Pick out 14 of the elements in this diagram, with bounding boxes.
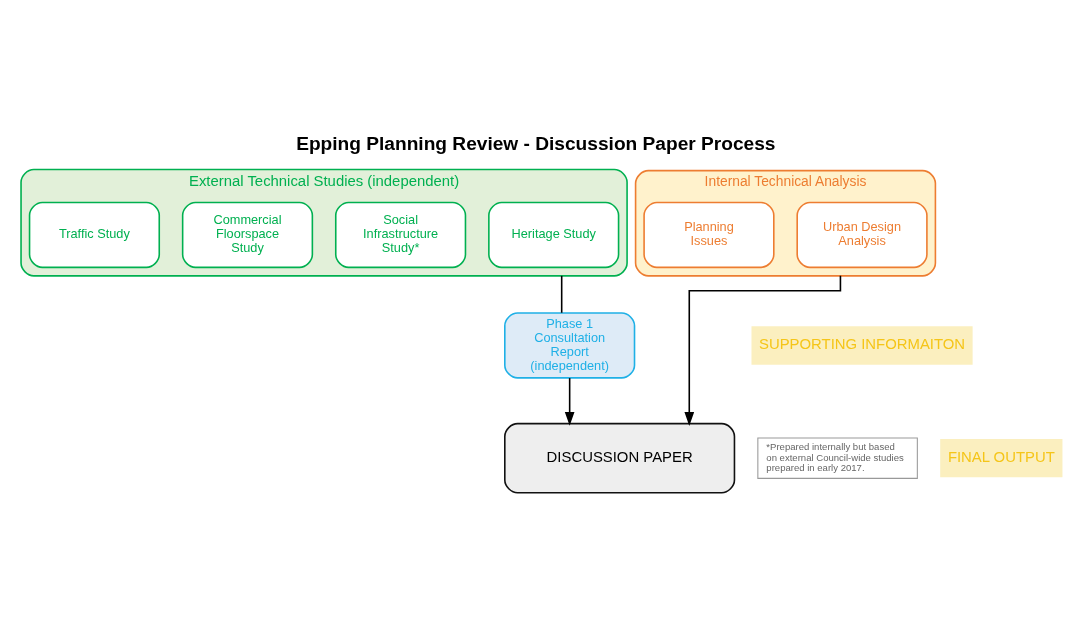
connector xyxy=(560,274,563,314)
node-box: Traffic Study xyxy=(28,201,161,268)
node-box: DISCUSSION PAPER xyxy=(504,422,736,494)
arrow xyxy=(564,376,575,426)
diagram-title: Epping Planning Review - Discussion Paper Process xyxy=(296,132,776,154)
node-box: Heritage Study xyxy=(488,201,620,268)
node-box: Urban Design Analysis xyxy=(796,201,928,268)
node-box: FINAL OUTPUT xyxy=(940,438,1063,477)
node-box: Planning Issues xyxy=(643,201,775,268)
node-box: Phase 1 Consultation Report (independent) xyxy=(504,311,636,379)
node-box: *Prepared internally but based on external Council-wide studies prepared in early 2017. xyxy=(757,436,918,479)
node-box: Commercial Floorspace Study xyxy=(181,201,314,268)
node-box: Social Infrastructure Study* xyxy=(334,201,467,268)
node-box: SUPPORTING INFORMAITON xyxy=(751,325,973,365)
